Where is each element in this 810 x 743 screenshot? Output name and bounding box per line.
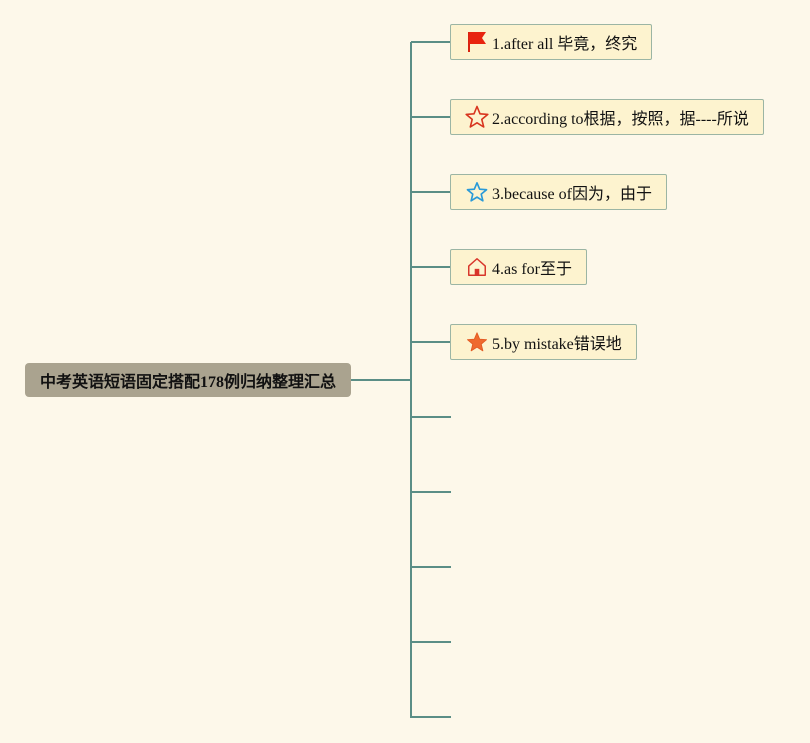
topic-label: 5.by mistake错误地: [492, 336, 622, 353]
topic-label: 4.as for至于: [492, 261, 572, 278]
topic-label: 3.because of因为，由于: [492, 186, 652, 203]
topic-label: 2.according to根据，按照，据----所说: [492, 111, 749, 128]
topic-after-all[interactable]: 1.after all 毕竟，终究: [450, 24, 653, 60]
root-topic-label: 中考英语短语固定搭配178例归纳整理汇总: [39, 374, 336, 391]
topic-according-to[interactable]: 2.according to根据，按照，据----所说: [450, 99, 764, 135]
house-icon: [465, 255, 489, 279]
topic-as-for[interactable]: 4.as for至于: [450, 249, 587, 285]
root-topic[interactable]: 中考英语短语固定搭配178例归纳整理汇总: [25, 363, 351, 397]
topic-label: 1.after all 毕竟，终究: [492, 36, 638, 53]
red-flag-icon: [465, 30, 489, 54]
orange-star-filled-icon: [465, 330, 489, 354]
topic-by-mistake[interactable]: 5.by mistake错误地: [450, 324, 637, 360]
topic-because-of[interactable]: 3.because of因为，由于: [450, 174, 667, 210]
red-star-outline-icon: [465, 105, 489, 129]
blue-star-outline-icon: [465, 180, 489, 204]
